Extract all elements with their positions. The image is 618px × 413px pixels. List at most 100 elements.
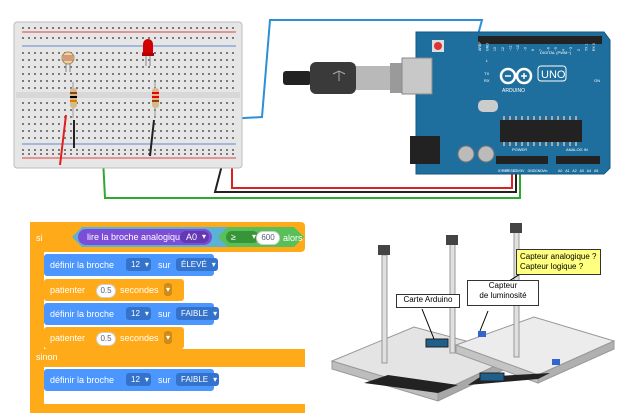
pin-dropdown[interactable]: 12	[126, 258, 151, 271]
pin-label: A1	[565, 169, 569, 173]
if-else-block[interactable]: si lire la broche analogique A0 ≥ 600 al…	[30, 222, 305, 252]
l-led-label: L	[486, 58, 489, 63]
pin-label: ~10	[516, 45, 520, 51]
pin-label: RX 0	[592, 43, 596, 51]
resistor-1	[70, 82, 77, 118]
pin-dropdown[interactable]: 12	[126, 307, 151, 320]
digital-header	[478, 36, 602, 44]
wait-label: patienter	[50, 285, 86, 295]
operator-dropdown[interactable]: ≥	[226, 231, 259, 243]
set-pin-block-3[interactable]: définir la broche 12 sur FAIBLE	[44, 369, 220, 391]
pin-label: IOREF	[498, 169, 509, 173]
read-analog-pin-block[interactable]: lire la broche analogique A0	[78, 229, 212, 245]
arduino-brand: ARDUINO	[502, 88, 525, 94]
pin-label: Vin	[542, 169, 547, 173]
red-wire	[231, 165, 513, 189]
lamp-post-1	[378, 245, 390, 364]
analog-header	[556, 156, 600, 164]
pin-label: ~6	[546, 47, 550, 51]
pointer-arduino	[421, 308, 435, 340]
breadboard	[13, 21, 243, 169]
tx-label: TX	[484, 71, 489, 76]
on-label: sur	[158, 260, 171, 270]
capacitor-2	[477, 145, 495, 163]
microcontroller-chip	[500, 120, 582, 142]
light-sensor-3d	[478, 331, 486, 337]
wait-label: patienter	[50, 333, 86, 343]
on-label: sur	[158, 309, 171, 319]
rx-label: RX	[484, 78, 490, 83]
callout-sensor-line2: de luminosité	[479, 291, 527, 300]
pin-label: 5V	[520, 169, 525, 173]
arduino-model: UNO	[541, 69, 566, 81]
unit-dropdown[interactable]	[164, 283, 172, 296]
jumper-black-2	[149, 119, 155, 157]
if-else-block-end[interactable]	[30, 404, 305, 413]
red-led	[142, 39, 154, 66]
seconds-label: secondes	[120, 285, 159, 295]
power-jack	[410, 136, 440, 164]
question-line2: Capteur logique ?	[520, 262, 584, 271]
pin-dropdown[interactable]: 12	[126, 373, 151, 386]
pin-label: 8	[531, 49, 535, 51]
on-label: ON	[594, 78, 600, 83]
black-wire	[213, 164, 517, 193]
pin-label: ~9	[524, 47, 528, 51]
pin-label: A5	[594, 169, 598, 173]
set-pin-label: définir la broche	[50, 309, 115, 319]
arduino-logo	[499, 67, 533, 85]
question-box: Capteur analogique ? Capteur logique ?	[516, 249, 601, 275]
pin-label: 2	[577, 49, 581, 51]
wait-block-1[interactable]: patienter 0.5 secondes	[44, 279, 184, 301]
photoresistor	[61, 51, 75, 72]
arduino-board-3d-2	[479, 372, 505, 382]
pin-label: GND	[535, 169, 543, 173]
pin-label: A4	[587, 169, 591, 173]
arduino-board: ARDUINO UNO DIGITAL (PWM~) POWER ANALOG …	[401, 31, 611, 175]
pin-label: 13	[493, 47, 497, 51]
pin-label: GND	[486, 43, 490, 51]
pin-label: GND	[528, 169, 536, 173]
scratch-program: si lire la broche analogique A0 ≥ 600 al…	[30, 222, 310, 413]
analog-pin-dropdown[interactable]: A0	[180, 231, 210, 243]
light-sensor-3d-2	[552, 359, 560, 365]
else-label: sinon	[36, 352, 58, 362]
pin-label: TX 1	[584, 44, 588, 51]
pin-label: A0	[558, 169, 562, 173]
power-header	[496, 156, 548, 164]
question-line1: Capteur analogique ?	[520, 252, 597, 261]
pin-label: ~5	[554, 47, 558, 51]
set-pin-block-2[interactable]: définir la broche 12 sur FAIBLE	[44, 303, 220, 325]
if-label: si	[36, 233, 43, 243]
wait-block-2[interactable]: patienter 0.5 secondes	[44, 327, 184, 349]
pin-label: A2	[572, 169, 576, 173]
arduino-board-3d	[425, 338, 449, 348]
unit-dropdown[interactable]	[164, 331, 172, 344]
power-label: POWER	[512, 147, 527, 152]
wait-seconds-input[interactable]: 0.5	[96, 332, 116, 346]
else-section[interactable]: sinon	[30, 349, 305, 367]
callout-arduino: Carte Arduino	[396, 294, 460, 308]
state-dropdown[interactable]: ÉLEVÉ	[176, 258, 218, 271]
pin-label: 12	[501, 47, 505, 51]
pin-label: ~11	[508, 45, 512, 51]
state-dropdown[interactable]: FAIBLE	[176, 373, 220, 386]
pin-label: A3	[580, 169, 584, 173]
digital-label: DIGITAL (PWM~)	[540, 50, 572, 55]
wait-seconds-input[interactable]: 0.5	[96, 284, 116, 298]
pin-label: RESET	[505, 169, 518, 173]
capacitor-1	[457, 145, 475, 163]
pin-label: AREF	[478, 42, 482, 51]
state-dropdown[interactable]: FAIBLE	[176, 307, 220, 320]
set-pin-block-1[interactable]: définir la broche 12 sur ÉLEVÉ	[44, 254, 218, 276]
pin-label: 7	[539, 49, 543, 51]
threshold-input[interactable]: 600	[256, 231, 280, 245]
pin-label: ~3	[569, 47, 573, 51]
seconds-label: secondes	[120, 333, 159, 343]
resistor-2	[152, 82, 159, 118]
on-label: sur	[158, 375, 171, 385]
breadboard-holes	[22, 27, 234, 155]
